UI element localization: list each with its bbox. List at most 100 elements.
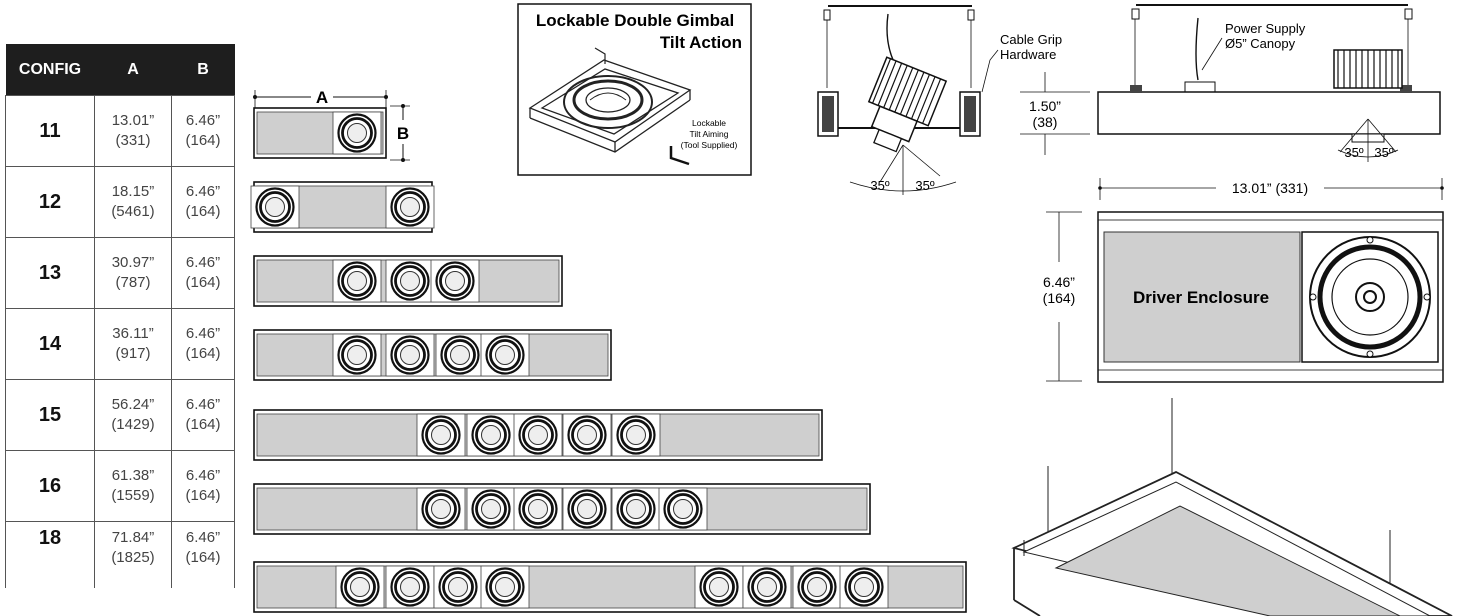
front-height-mm-label: (38) (1033, 114, 1058, 130)
inset-title-1: Lockable Double Gimbal (536, 11, 734, 30)
dimension-b-mm: (164) (185, 416, 221, 433)
fixture-strip-18 (253, 561, 967, 613)
dimension-a-mm: (331) (115, 132, 151, 149)
fixture-strip-15 (253, 409, 823, 461)
dimension-b: B (390, 104, 410, 162)
dimension-b-in: 6.46” (185, 183, 221, 200)
config-cell: 16 (5, 450, 95, 522)
lamp-icon (699, 567, 739, 607)
config-cell: 18 (5, 521, 95, 588)
fixture-strip-14 (253, 329, 612, 381)
dimension-a-cell: 61.38”(1559) (94, 450, 172, 522)
dimension-b-mm: (164) (185, 345, 221, 362)
plan-width-label: 6.46” (1043, 274, 1075, 290)
dimension-b-mm: (164) (185, 203, 221, 220)
lamp-icon (797, 567, 837, 607)
inset-title-2: Tilt Action (660, 33, 742, 52)
plan-view: 13.01” (331) 6.46” (164) Driver Enclosur… (1043, 178, 1444, 383)
dimension-b-in: 6.46” (185, 396, 221, 413)
dimension-a-in: 18.15” (111, 183, 155, 200)
fixture-strip-12 (250, 181, 435, 233)
driver-enclosure-label: Driver Enclosure (1133, 288, 1269, 307)
dimension-a-in: 30.97” (111, 254, 155, 271)
dimension-a-cell: 13.01” (331) (94, 95, 172, 167)
fixture-strip-16 (253, 483, 871, 535)
dimension-b-cell: 6.46”(164) (171, 95, 235, 167)
header-config: CONFIG (5, 44, 95, 96)
lamp-icon (435, 261, 475, 301)
lamp-icon (485, 335, 525, 375)
dimension-b-cell: 6.46”(164) (171, 237, 235, 309)
plan-width-mm-label: (164) (1043, 290, 1076, 306)
side-angle-right: 35º (915, 178, 934, 193)
dimension-a: A (253, 88, 388, 108)
fixture-strip-13 (253, 255, 563, 307)
header-b: B (171, 44, 235, 96)
inset-note-1: Lockable (692, 118, 726, 128)
config-cell: 11 (5, 95, 95, 167)
table-row: 18 71.84” (1825) 6.46” (164) (5, 521, 235, 588)
dimension-a-mm: (917) (115, 345, 151, 362)
dimension-b-cell: 6.46” (164) (171, 166, 235, 238)
dimension-a-cell: 36.11”(917) (94, 308, 172, 380)
hex-key-icon (669, 146, 690, 166)
dimension-a-mm: (1559) (111, 487, 155, 504)
lamp-icon (485, 567, 525, 607)
lamp-icon (747, 567, 787, 607)
lamp-icon (421, 489, 461, 529)
power-supply-label-2: Ø5” Canopy (1225, 36, 1296, 51)
lamp-icon (340, 567, 380, 607)
lamp-icon (337, 335, 377, 375)
config-cell: 13 (5, 237, 95, 309)
fixture-strip-11 (253, 107, 387, 159)
plan-lamp-icon (1301, 231, 1439, 363)
front-height-label: 1.50” (1029, 98, 1061, 114)
lamp-icon (567, 415, 607, 455)
table-header-row: CONFIG A B (5, 44, 235, 96)
dimension-a-cell: 30.97” (787) (94, 237, 172, 309)
side-angle-left: 35º (870, 178, 889, 193)
lamp-icon (518, 415, 558, 455)
side-view: 35º 35º Cable Grip Hardware (817, 5, 1062, 195)
front-lamp-heatsink-icon (1333, 49, 1403, 143)
dimension-a-cell: 71.84” (1825) (94, 521, 172, 588)
cable-grip-label-2: Hardware (1000, 47, 1056, 62)
dimension-a-label: A (316, 88, 328, 107)
lamp-icon (518, 489, 558, 529)
dimension-b-mm: (164) (185, 274, 221, 291)
dimension-b-cell: 6.46” (164) (171, 379, 235, 451)
header-a: A (94, 44, 172, 96)
lamp-icon (390, 335, 430, 375)
power-supply-label-1: Power Supply (1225, 21, 1306, 36)
dimension-a-mm: (5461) (111, 203, 155, 220)
lamp-icon (438, 567, 478, 607)
table-row: 13 30.97” (787) 6.46”(164) (5, 237, 235, 309)
lamp-icon (471, 415, 511, 455)
gimbal-inset: Lockable Double Gimbal Tilt Action Locka… (517, 3, 752, 176)
config-cell: 15 (5, 379, 95, 451)
dimension-b-label: B (397, 124, 409, 143)
gimbal-housing-icon (528, 47, 692, 153)
lamp-icon (663, 489, 703, 529)
lamp-icon (255, 187, 295, 227)
dimension-a-mm: (787) (115, 274, 151, 291)
front-view: 35º 35º Power Supply Ø5” Canopy 1.50” (3… (1020, 4, 1441, 162)
dimension-b-in: 6.46” (185, 467, 221, 484)
dimension-b-mm: (164) (185, 549, 221, 566)
lamp-icon (471, 489, 511, 529)
fixture-strips (250, 107, 967, 613)
dimension-a-in: 13.01” (111, 112, 155, 129)
dimension-a-in: 71.84” (111, 529, 155, 546)
lamp-icon (616, 415, 656, 455)
lamp-icon (844, 567, 884, 607)
dimension-a-mm: (1825) (111, 549, 155, 566)
tilted-lamp-head-icon (867, 56, 948, 153)
dimension-b-in: 6.46” (185, 529, 221, 546)
